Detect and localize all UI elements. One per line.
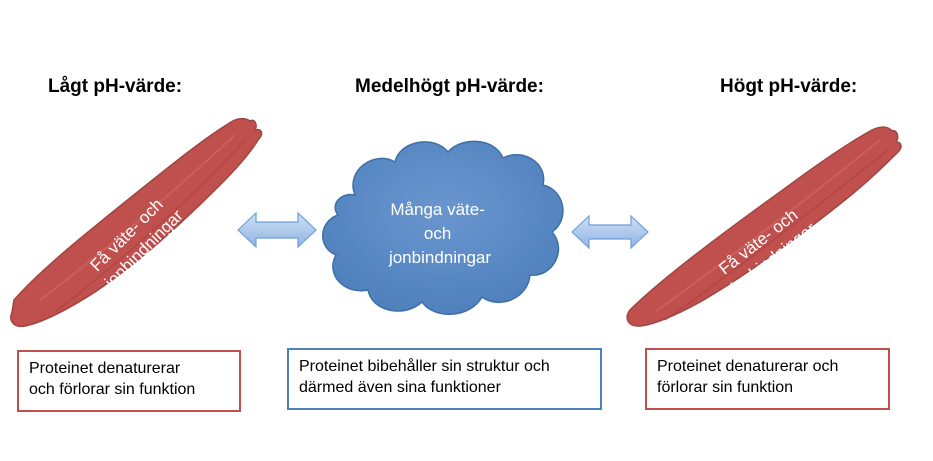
unfolded-protein-left-icon: Få väte- och jonbindningar	[10, 117, 263, 328]
caption-low-line-1: Proteinet denaturerar	[29, 360, 181, 377]
svg-text:Många väte- och: Många väte- och jonbindningar	[388, 200, 491, 267]
caption-low-line-2: och förlorar sin funktion	[29, 381, 196, 398]
caption-box-high-ph: Proteinet denaturerar och förlorar sin f…	[645, 348, 890, 410]
double-arrow-left-icon	[237, 211, 317, 249]
unfolded-protein-right-icon: Få väte- och jonbindningar	[626, 126, 902, 327]
caption-box-low-ph: Proteinet denaturerar och förlorar sin f…	[17, 350, 241, 412]
cloud-line-3: jonbindningar	[388, 248, 491, 267]
cloud-line-2: och	[424, 224, 451, 243]
double-arrow-right-icon	[571, 214, 649, 250]
caption-medium-line-1: Proteinet bibehåller sin struktur och	[299, 358, 550, 375]
caption-high-line-1: Proteinet denaturerar och	[657, 358, 839, 375]
heading-medium-ph: Medelhögt pH-värde:	[355, 76, 544, 97]
heading-low-ph: Lågt pH-värde:	[48, 76, 183, 97]
heading-high-ph: Högt pH-värde:	[720, 76, 858, 97]
caption-box-medium-ph: Proteinet bibehåller sin struktur och dä…	[287, 348, 602, 410]
caption-high-line-2: förlorar sin funktion	[657, 379, 794, 396]
caption-medium-line-2: därmed även sina funktioner	[299, 379, 501, 396]
cloud-icon: Många väte- och jonbindningar	[322, 140, 564, 315]
cloud-line-1: Många väte-	[390, 200, 485, 219]
